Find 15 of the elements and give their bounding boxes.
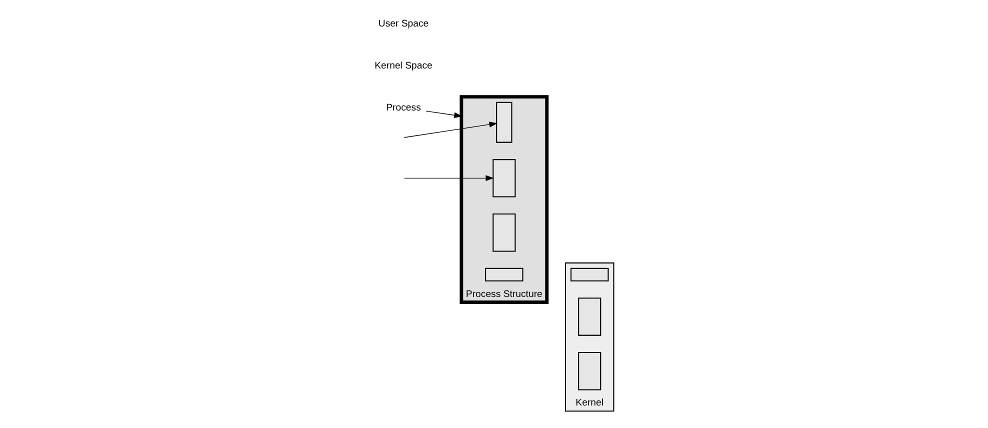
node-box bbox=[578, 298, 601, 336]
arrow bbox=[403, 122, 498, 138]
label: Kernel Space bbox=[374, 60, 432, 72]
label: User Space bbox=[378, 18, 428, 30]
node-box bbox=[578, 352, 601, 390]
arrow bbox=[403, 175, 494, 182]
node-box bbox=[492, 159, 516, 198]
cluster: Kernel bbox=[564, 262, 614, 412]
node-box bbox=[484, 268, 523, 282]
node-box bbox=[570, 268, 608, 282]
node-box bbox=[492, 213, 516, 252]
cluster: Process Structure bbox=[459, 95, 548, 304]
node-box bbox=[496, 102, 512, 143]
node-text: Process bbox=[386, 102, 420, 114]
arrow bbox=[425, 110, 462, 118]
